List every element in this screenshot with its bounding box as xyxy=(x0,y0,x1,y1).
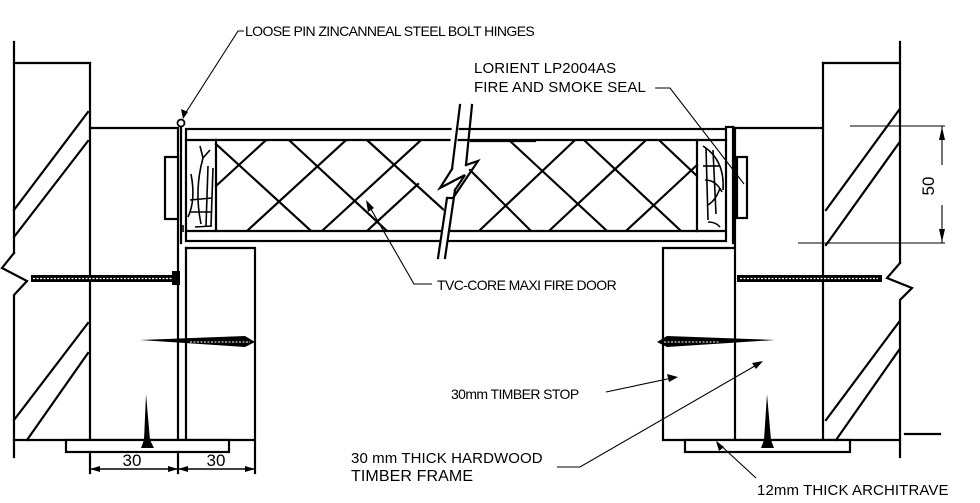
dimension-left-frame: 30 xyxy=(123,451,142,470)
door-leaf xyxy=(184,125,735,245)
hinge-pin-icon xyxy=(176,118,186,128)
leaders xyxy=(181,30,763,479)
screw-icon xyxy=(737,275,882,282)
break-line-icon xyxy=(436,95,481,260)
left-wall xyxy=(0,40,92,459)
label-frame-line2: TIMBER FRAME xyxy=(351,468,473,485)
label-seal-line2: FIRE AND SMOKE SEAL xyxy=(474,79,646,96)
right-dimension: 50 xyxy=(798,125,945,244)
label-hinges: LOOSE PIN ZINCANNEAL STEEL BOLT HINGES xyxy=(245,23,534,39)
screw-icon xyxy=(657,336,775,347)
label-door: TVC-CORE MAXI FIRE DOOR xyxy=(437,277,617,293)
hinge-leaf xyxy=(163,155,180,221)
hinge xyxy=(163,118,186,245)
right-hinge-leaf xyxy=(735,155,749,220)
left-seal-sketch xyxy=(187,145,214,228)
fixings xyxy=(31,271,882,448)
label-timber-stop: 30mm TIMBER STOP xyxy=(451,386,579,402)
right-timber-frame xyxy=(661,61,902,454)
dimension-right-depth: 50 xyxy=(919,177,938,196)
label-frame-line1: 30 mm THICK HARDWOOD xyxy=(351,450,543,467)
bottom-dimensions: 30 30 xyxy=(88,440,257,475)
right-seal-sketch xyxy=(702,145,724,228)
dimension-left-stop: 30 xyxy=(207,451,226,470)
door-core-hatch xyxy=(214,139,699,232)
label-architrave: 12mm THICK ARCHITRAVE xyxy=(757,482,949,499)
label-seal-line1: LORIENT LP2004AS xyxy=(474,60,616,77)
nail-icon xyxy=(761,394,774,448)
right-wall xyxy=(821,40,942,459)
nail-icon xyxy=(141,394,154,448)
